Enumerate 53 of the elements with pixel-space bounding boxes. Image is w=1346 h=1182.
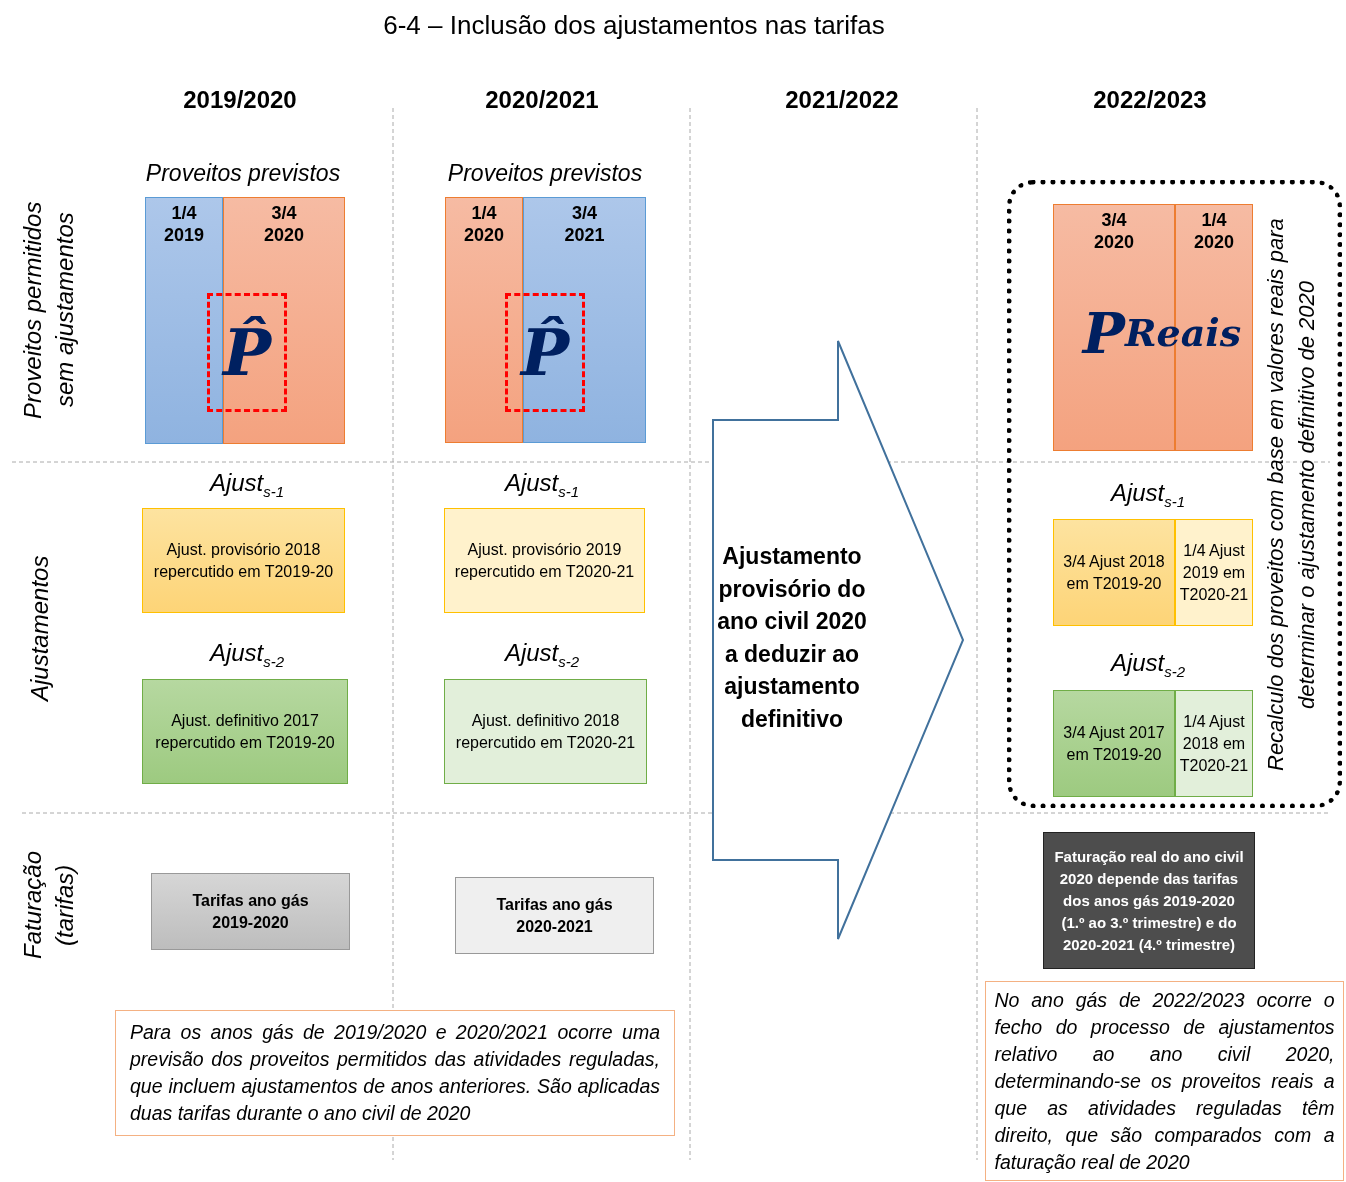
adjustment-box bbox=[1175, 690, 1253, 797]
billing-box bbox=[1043, 832, 1255, 969]
box-text: Tarifas ano gás 2020-2021 bbox=[495, 894, 614, 937]
note-text: No ano gás de 2022/2023 ocorre o fecho do processo de ajustamentos relativo ao ano civil 2020, determinando-se os proveitos reais a que as atividades reguladas têm direito, que são comparados com a faturação real de 2020 bbox=[994, 987, 1335, 1175]
row-heading: Faturação (tarifas) bbox=[18, 849, 79, 962]
quarter-bar bbox=[223, 197, 345, 444]
dotted-frame bbox=[1007, 180, 1342, 808]
adjustment-label: Ajust$_{s-1}$ bbox=[208, 468, 286, 501]
arrow-text: Ajustamento provisório do ano civil 2020 a deduzir ao ajustamento definitivo bbox=[716, 542, 868, 734]
box-text: Ajust. provisório 2018 repercutido em T2019-20 bbox=[152, 539, 335, 582]
box-text: 1/4 2019 bbox=[162, 202, 205, 246]
box-text: 3/4 2020 bbox=[262, 202, 305, 246]
adjustment-label: Ajust$_{s-1}$ bbox=[1109, 478, 1187, 511]
tariff-box bbox=[455, 877, 654, 954]
adjustment-label: Ajust$_{s-2}$ bbox=[503, 638, 581, 671]
adjustment-box bbox=[444, 508, 645, 613]
adjustment-box bbox=[1053, 690, 1175, 797]
box-text: 3/4 2021 bbox=[563, 202, 606, 246]
adjustment-box bbox=[444, 679, 647, 784]
vertical-heading: Recalculo dos proveitos com base em valores reais para determinar o ajustamento definitivo de 2020 bbox=[1262, 217, 1320, 774]
diagram-title: 6-4 – Inclusão dos ajustamentos nas tarifas bbox=[382, 10, 886, 41]
adjustment-label: Ajust$_{s-2}$ bbox=[208, 638, 286, 671]
block-arrow bbox=[712, 340, 964, 940]
box-text: Tarifas ano gás 2019-2020 bbox=[191, 890, 310, 933]
column-heading: 2022/2023 bbox=[1092, 86, 1208, 115]
box-text: 3/4 Ajust 2018 em T2019-20 bbox=[1062, 551, 1166, 594]
quarter-bar bbox=[145, 197, 223, 444]
adjustment-label: Ajust$_{s-2}$ bbox=[1109, 648, 1187, 681]
box-text: 1/4 2020 bbox=[1192, 209, 1235, 253]
bar-caption: Proveitos previstos bbox=[446, 159, 644, 188]
box-text: 1/4 Ajust 2019 em T2020-21 bbox=[1178, 540, 1250, 605]
box-text: Ajust. provisório 2019 repercutido em T2020-21 bbox=[453, 539, 636, 582]
box-text: 3/4 Ajust 2017 em T2019-20 bbox=[1062, 722, 1166, 765]
box-text: 3/4 2020 bbox=[1092, 209, 1135, 253]
column-heading: 2020/2021 bbox=[484, 86, 600, 115]
note-box bbox=[115, 1010, 675, 1136]
box-text: Ajust. definitivo 2017 repercutido em T2019-20 bbox=[154, 710, 336, 753]
box-text: Ajust. definitivo 2018 repercutido em T2020-21 bbox=[454, 710, 637, 753]
column-heading: 2021/2022 bbox=[784, 86, 900, 115]
adjustment-label: Ajust$_{s-1}$ bbox=[503, 468, 581, 501]
tariff-box bbox=[151, 873, 350, 950]
box-text: 1/4 2020 bbox=[462, 202, 505, 246]
adjustment-box bbox=[1053, 519, 1175, 626]
adjustment-box bbox=[142, 679, 348, 784]
adjustment-box bbox=[1175, 519, 1253, 626]
row-heading: Ajustamentos bbox=[25, 554, 54, 704]
box-text: Faturação real do ano civil 2020 depende das tarifas dos anos gás 2019-2020 (1.º ao 3.º trimestre) e do 2020-2021 (4.º trimestre) bbox=[1054, 846, 1244, 955]
box-text: 1/4 Ajust 2018 em T2020-21 bbox=[1178, 711, 1250, 776]
column-heading: 2019/2020 bbox=[182, 86, 298, 115]
note-text: Para os anos gás de 2019/2020 e 2020/2021 ocorre uma previsão dos proveitos permitidos das atividades reguladas, que incluem ajustamentos de anos anteriores. São aplicadas duas tarifas durante o ano civil de 2020 bbox=[130, 1020, 660, 1126]
adjustment-box bbox=[142, 508, 345, 613]
row-heading: Proveitos permitidos sem ajustamentos bbox=[18, 200, 79, 421]
bar-caption: Proveitos previstos bbox=[144, 159, 342, 188]
